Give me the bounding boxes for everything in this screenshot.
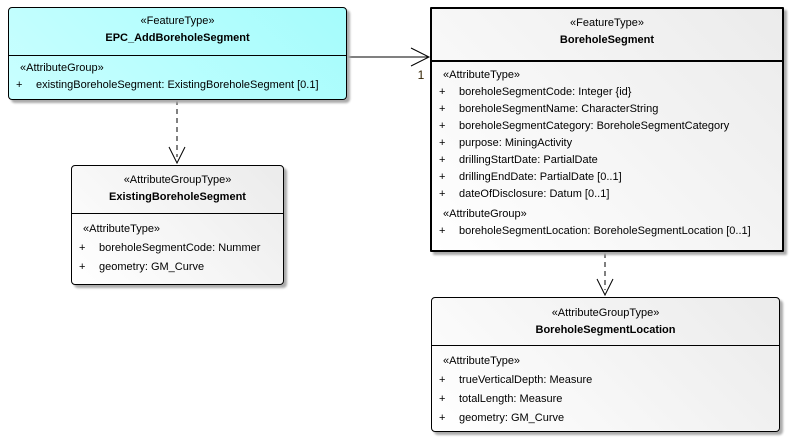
stereotype-label: «FeatureType»: [140, 15, 215, 27]
attribute-text: geometry: GM_Curve: [459, 412, 565, 424]
attribute-text: boreholeSegmentCategory: BoreholeSegment…: [459, 120, 730, 132]
visibility-plus: +: [16, 79, 23, 91]
dependency-epc-to-existingboreholesegment[interactable]: [168, 100, 186, 165]
attribute-row[interactable]: + boreholeSegmentCategory: BoreholeSegme…: [432, 118, 782, 135]
class-box-boreholesegmentlocation[interactable]: «AttributeGroupType» BoreholeSegmentLoca…: [431, 297, 780, 432]
stereotype-label: «FeatureType»: [570, 17, 644, 29]
attribute-text: dateOfDisclosure: Datum [0..1]: [459, 188, 610, 200]
class-name: ExistingBoreholeSegment: [109, 191, 246, 203]
attribute-row[interactable]: + drillingStartDate: PartialDate: [432, 152, 782, 169]
attribute-row[interactable]: + purpose: MiningActivity: [432, 135, 782, 152]
visibility-plus: +: [439, 374, 446, 386]
attribute-row[interactable]: + drillingEndDate: PartialDate [0..1]: [432, 169, 782, 186]
visibility-plus: +: [439, 86, 446, 98]
class-name: EPC_AddBoreholeSegment: [105, 32, 250, 44]
class-box-boreholesegment[interactable]: «FeatureType» BoreholeSegment «Attribute…: [430, 7, 784, 252]
section-stereotype: «AttributeType»: [443, 69, 521, 81]
attribute-row[interactable]: + trueVerticalDepth: Measure: [432, 371, 779, 390]
section-stereotype: «AttributeType»: [443, 355, 521, 367]
attribute-row[interactable]: + boreholeSegmentName: CharacterString: [432, 101, 782, 118]
visibility-plus: +: [439, 120, 446, 132]
visibility-plus: +: [79, 261, 86, 273]
attribute-text: geometry: GM_Curve: [99, 261, 205, 273]
attribute-row[interactable]: + existingBoreholeSegment: ExistingBoreh…: [9, 77, 346, 94]
attribute-text: existingBoreholeSegment: ExistingBorehol…: [36, 79, 319, 91]
attribute-text: purpose: MiningActivity: [459, 137, 573, 149]
attribute-text: boreholeSegmentCode: Nummer: [99, 242, 261, 254]
stereotype-label: «AttributeGroupType»: [123, 174, 232, 186]
attribute-text: boreholeSegmentCode: Integer {id}: [459, 86, 632, 98]
compartment-divider: [72, 213, 283, 214]
attribute-row[interactable]: + dateOfDisclosure: Datum [0..1]: [432, 186, 782, 203]
attribute-row[interactable]: + totalLength: Measure: [432, 390, 779, 409]
visibility-plus: +: [439, 154, 446, 166]
class-name: BoreholeSegmentLocation: [535, 324, 676, 336]
visibility-plus: +: [439, 188, 446, 200]
attribute-text: trueVerticalDepth: Measure: [459, 374, 593, 386]
attribute-row[interactable]: + geometry: GM_Curve: [432, 409, 779, 428]
attribute-row[interactable]: + boreholeSegmentCode: Nummer: [72, 239, 283, 258]
attribute-text: boreholeSegmentName: CharacterString: [459, 103, 659, 115]
compartment-divider: [432, 345, 779, 346]
association-epc-to-boreholesegment[interactable]: 1: [347, 47, 431, 82]
multiplicity-label: 1: [418, 68, 425, 82]
compartment-divider: [9, 55, 346, 56]
visibility-plus: +: [439, 225, 446, 237]
visibility-plus: +: [79, 242, 86, 254]
attribute-row[interactable]: + geometry: GM_Curve: [72, 258, 283, 277]
visibility-plus: +: [439, 393, 446, 405]
compartment-divider: [432, 60, 782, 62]
class-box-epc-addboreholesegment[interactable]: «FeatureType» EPC_AddBoreholeSegment «At…: [8, 7, 347, 100]
attribute-text: drillingStartDate: PartialDate: [459, 154, 598, 166]
attribute-row[interactable]: + boreholeSegmentCode: Integer {id}: [432, 84, 782, 101]
section-stereotype: «AttributeGroup»: [20, 62, 104, 74]
visibility-plus: +: [439, 412, 446, 424]
attribute-text: totalLength: Measure: [459, 393, 563, 405]
attribute-text: drillingEndDate: PartialDate [0..1]: [459, 171, 622, 183]
section-stereotype: «AttributeType»: [83, 223, 161, 235]
class-box-existingboreholesegment[interactable]: «AttributeGroupType» ExistingBoreholeSeg…: [71, 165, 284, 285]
visibility-plus: +: [439, 171, 446, 183]
open-arrowhead-icon: [596, 278, 614, 297]
stereotype-label: «AttributeGroupType»: [551, 307, 660, 319]
class-name: BoreholeSegment: [559, 34, 655, 46]
attribute-text: boreholeSegmentLocation: BoreholeSegment…: [459, 225, 751, 237]
dependency-boreholesegment-to-location[interactable]: [596, 253, 614, 297]
open-arrowhead-icon: [410, 47, 431, 67]
section-stereotype: «AttributeGroup»: [443, 208, 527, 220]
visibility-plus: +: [439, 103, 446, 115]
visibility-plus: +: [439, 137, 446, 149]
attribute-row[interactable]: + boreholeSegmentLocation: BoreholeSegme…: [432, 223, 782, 240]
open-arrowhead-icon: [168, 146, 186, 165]
